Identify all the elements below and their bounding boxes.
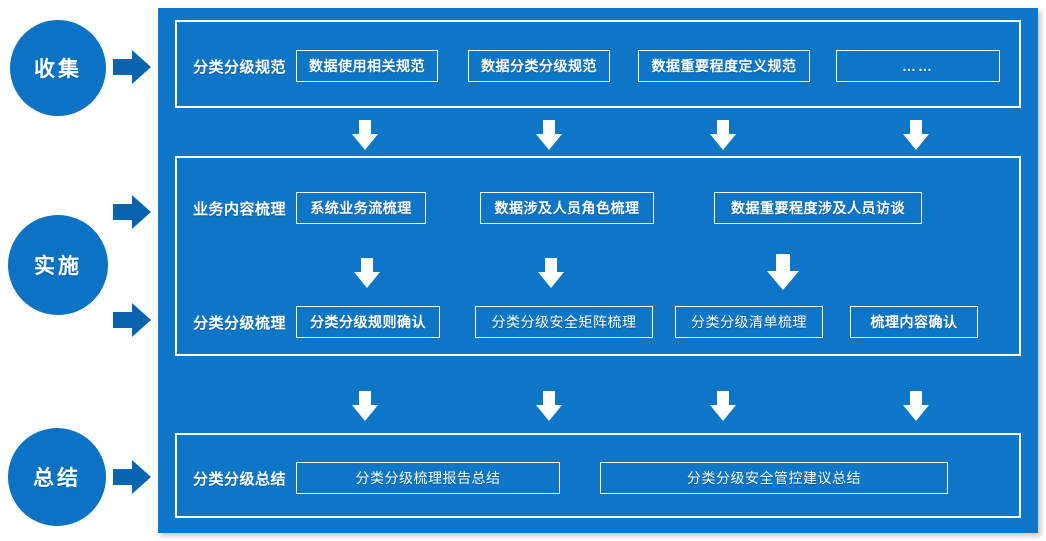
row-classification-summary: 分类分级总结 分类分级梳理报告总结 分类分级安全管控建议总结 — [193, 461, 949, 495]
arrow-shaft — [717, 391, 729, 406]
arrow-shaft — [910, 120, 922, 135]
connector-arrow-down-2-1-icon — [354, 258, 380, 288]
connector-arrow-down-1-3-icon — [710, 120, 736, 150]
stage-circle-summary: 总结 — [8, 428, 106, 526]
arrow-shaft — [543, 391, 555, 406]
row-business-content: 业务内容梳理 系统业务流梳理 数据涉及人员角色梳理 数据重要程度涉及人员访谈 — [193, 191, 923, 225]
arrow-head — [710, 405, 736, 421]
chip-classification-security-matrix[interactable]: 分类分级安全矩阵梳理 — [475, 306, 654, 338]
chip-data-importance-interview[interactable]: 数据重要程度涉及人员访谈 — [714, 192, 923, 224]
arrow-shaft — [113, 204, 133, 220]
arrow-shaft — [717, 120, 729, 135]
arrow-shaft — [545, 258, 557, 273]
chip-data-usage-spec[interactable]: 数据使用相关规范 — [296, 50, 439, 82]
arrow-head — [538, 272, 564, 288]
connector-arrow-down-1-1-icon — [352, 120, 378, 150]
row-classification-sorting: 分类分级梳理 分类分级规则确认 分类分级安全矩阵梳理 分类分级清单梳理 梳理内容… — [193, 305, 979, 339]
connector-arrow-down-3-1-icon — [352, 391, 378, 421]
connector-arrow-down-3-3-icon — [710, 391, 736, 421]
chip-classification-inventory[interactable]: 分类分级清单梳理 — [675, 306, 824, 338]
arrow-shaft — [113, 469, 133, 485]
stage-label-summary: 总结 — [33, 467, 81, 490]
chip-sorting-report-summary[interactable]: 分类分级梳理报告总结 — [296, 462, 561, 494]
row-title-classification-spec: 分类分级规范 — [193, 58, 287, 76]
arrow-head — [132, 195, 151, 229]
arrow-head — [903, 405, 929, 421]
arrow-shaft — [113, 312, 133, 328]
arrow-head — [536, 134, 562, 150]
arrow-head — [903, 134, 929, 150]
chip-data-importance-definition-spec[interactable]: 数据重要程度定义规范 — [638, 50, 811, 82]
arrow-shaft — [543, 120, 555, 135]
stage-label-implement: 实施 — [34, 255, 82, 278]
connector-arrow-down-3-2-icon — [536, 391, 562, 421]
stage-arrow-collect-icon — [113, 50, 151, 84]
group-implement: 业务内容梳理 系统业务流梳理 数据涉及人员角色梳理 数据重要程度涉及人员访谈 分… — [175, 156, 1021, 356]
arrow-head — [536, 405, 562, 421]
arrow-head — [767, 271, 799, 290]
arrow-shaft — [359, 120, 371, 135]
row-classification-spec: 分类分级规范 数据使用相关规范 数据分类分级规范 数据重要程度定义规范 …… — [193, 49, 1001, 83]
chip-sorting-content-confirm[interactable]: 梳理内容确认 — [850, 306, 979, 338]
group-collect: 分类分级规范 数据使用相关规范 数据分类分级规范 数据重要程度定义规范 …… — [175, 20, 1021, 108]
chip-data-personnel-role[interactable]: 数据涉及人员角色梳理 — [480, 192, 655, 224]
row-title-classification-summary: 分类分级总结 — [193, 470, 287, 488]
arrow-head — [132, 303, 151, 337]
chip-security-control-advice-summary[interactable]: 分类分级安全管控建议总结 — [600, 462, 949, 494]
stage-arrow-implement-bottom-icon — [113, 303, 151, 337]
chip-classification-rule-confirm[interactable]: 分类分级规则确认 — [296, 306, 441, 338]
chip-data-classification-spec[interactable]: 数据分类分级规范 — [468, 50, 611, 82]
chip-system-business-flow[interactable]: 系统业务流梳理 — [296, 192, 427, 224]
row-title-business-content: 业务内容梳理 — [193, 200, 287, 218]
stage-arrow-implement-top-icon — [113, 195, 151, 229]
arrow-shaft — [359, 391, 371, 406]
arrow-shaft — [361, 258, 373, 273]
connector-arrow-down-1-4-icon — [903, 120, 929, 150]
connector-arrow-down-1-2-icon — [536, 120, 562, 150]
chip-more-ellipsis[interactable]: …… — [836, 50, 1001, 82]
arrow-shaft — [910, 391, 922, 406]
arrow-head — [710, 134, 736, 150]
connector-arrow-down-2-3-icon — [767, 254, 799, 290]
connector-arrow-down-3-4-icon — [903, 391, 929, 421]
arrow-shaft — [113, 59, 133, 75]
arrow-head — [352, 405, 378, 421]
arrow-head — [354, 272, 380, 288]
row-title-classification-sorting: 分类分级梳理 — [193, 314, 287, 332]
arrow-head — [132, 460, 151, 494]
stage-arrow-summary-icon — [113, 460, 151, 494]
group-summary: 分类分级总结 分类分级梳理报告总结 分类分级安全管控建议总结 — [175, 433, 1021, 518]
connector-arrow-down-2-2-icon — [538, 258, 564, 288]
arrow-head — [352, 134, 378, 150]
stage-circle-implement: 实施 — [8, 215, 108, 315]
arrow-shaft — [776, 254, 790, 272]
arrow-head — [132, 50, 151, 84]
stage-label-collect: 收集 — [34, 58, 82, 81]
stage-circle-collect: 收集 — [10, 20, 106, 116]
process-panel: 分类分级规范 数据使用相关规范 数据分类分级规范 数据重要程度定义规范 …… — [158, 8, 1038, 533]
